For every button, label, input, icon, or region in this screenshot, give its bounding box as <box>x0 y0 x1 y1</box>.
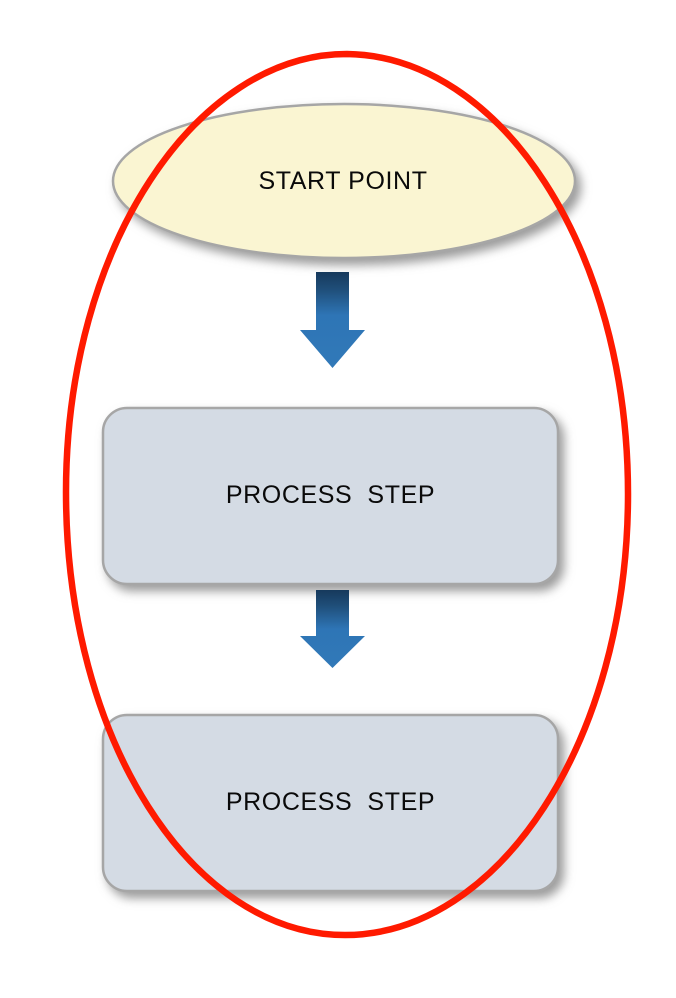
node-process-step-2[interactable] <box>101 713 560 893</box>
process-step-2-box-shape <box>101 713 560 893</box>
annotation-highlight-ellipse[interactable] <box>62 50 632 939</box>
node-process-step-1[interactable] <box>101 406 560 586</box>
node-start-point[interactable] <box>111 102 577 260</box>
red-ellipse-outline <box>62 50 632 939</box>
down-arrow-icon <box>300 590 365 668</box>
start-point-ellipse-shape <box>111 102 577 260</box>
down-arrow-icon <box>300 272 365 368</box>
connector-step1-to-step2[interactable] <box>300 590 365 668</box>
connector-start-to-step1[interactable] <box>300 272 365 368</box>
process-step-1-box-shape <box>101 406 560 586</box>
